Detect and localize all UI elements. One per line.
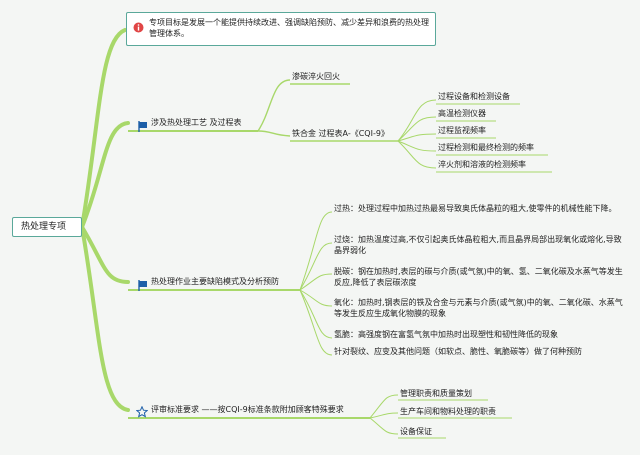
defect-item-overburn[interactable]: 过烧：加热温度过高,不仅引起奥氏体晶粒粗大,而且晶界局部出现氧化或熔化,导致晶界… [334,235,622,255]
root-node[interactable]: 热处理专项 [12,217,82,237]
table-node[interactable]: 铁合金 过程表A-《CQI-9》 [292,129,389,138]
connector-ti-3 [397,140,437,152]
defect-item-oxidation[interactable]: 氧化：加热时,钢表层的铁及合金与元素与介质(或气氛)中的氧、二氧化碳、水蒸气等发… [334,298,623,318]
star-icon [135,403,149,422]
goal-node[interactable]: 专项目标是发展一个能提供持续改进、强调缺陷预防、减少差异和浪费的热处理管理体系。 [126,12,436,46]
defect-item-overheat[interactable]: 过热：处理过程中加热过热最易导致奥氏体晶粒的粗大,使零件的机械性能下降。 [334,204,617,213]
defects-label: 热处理作业主要缺陷模式及分析预防 [151,277,279,286]
defects-node[interactable]: 热处理作业主要缺陷模式及分析预防 [138,275,303,291]
connector-goal [80,28,127,229]
connector-defects [80,225,130,284]
table-item-1[interactable]: 高温检测仪器 [438,109,486,118]
table-item-3[interactable]: 过程检测和最终检测的频率 [438,143,534,152]
eval-item-0[interactable]: 管理职责和质量策划 [400,389,472,398]
eval-item-1[interactable]: 生产车间和物料处理的职责 [400,407,496,416]
root-label: 热处理专项 [21,222,67,232]
carburize-node[interactable]: 渗碳淬火回火 [292,72,340,81]
process-node[interactable]: 涉及热处理工艺 及过程表 [138,116,260,132]
eval-node[interactable]: 评审标准要求 ——按CQI-9标准条款附加顾客特殊要求 [135,403,372,418]
defect-item-decarb[interactable]: 脱碳：钢在加热时,表层的碳与介质(或气氛)中的氧、氢、二氧化碳及水蒸气等发生反应… [334,267,623,287]
defect-item-prevention[interactable]: 针对裂纹、应变及其他问题（如软点、脆性、氧脆碳等）做了何种预防 [334,347,582,356]
defect-item-hydrogen[interactable]: 氢脆：高强度钢在富氢气氛中加热时出现塑性和韧性降低的现象 [334,330,558,339]
process-label: 涉及热处理工艺 及过程表 [151,118,242,127]
eval-item-2[interactable]: 设备保证 [400,427,432,436]
connector-table [257,130,291,137]
connector-carburize [257,79,291,132]
eval-label: 评审标准要求 ——按CQI-9标准条款附加顾客特殊要求 [151,405,344,414]
connector-eval [80,225,130,412]
flag-icon [138,276,148,295]
connector-ti-2 [397,133,437,142]
connector-ti-0 [397,99,437,142]
table-item-0[interactable]: 过程设备和检测设备 [438,92,510,101]
connector-ti-4 [397,140,437,169]
goal-text: 专项目标是发展一个能提供持续改进、强调缺陷预防、减少差异和浪费的热处理管理体系。 [149,18,429,38]
info-icon [133,18,144,33]
connector-ti-1 [397,116,437,142]
connector-process [80,121,130,229]
table-item-2[interactable]: 过程监视频率 [438,126,486,135]
flag-icon [138,117,148,136]
table-item-4[interactable]: 淬火剂和溶液的检测频率 [438,160,526,169]
